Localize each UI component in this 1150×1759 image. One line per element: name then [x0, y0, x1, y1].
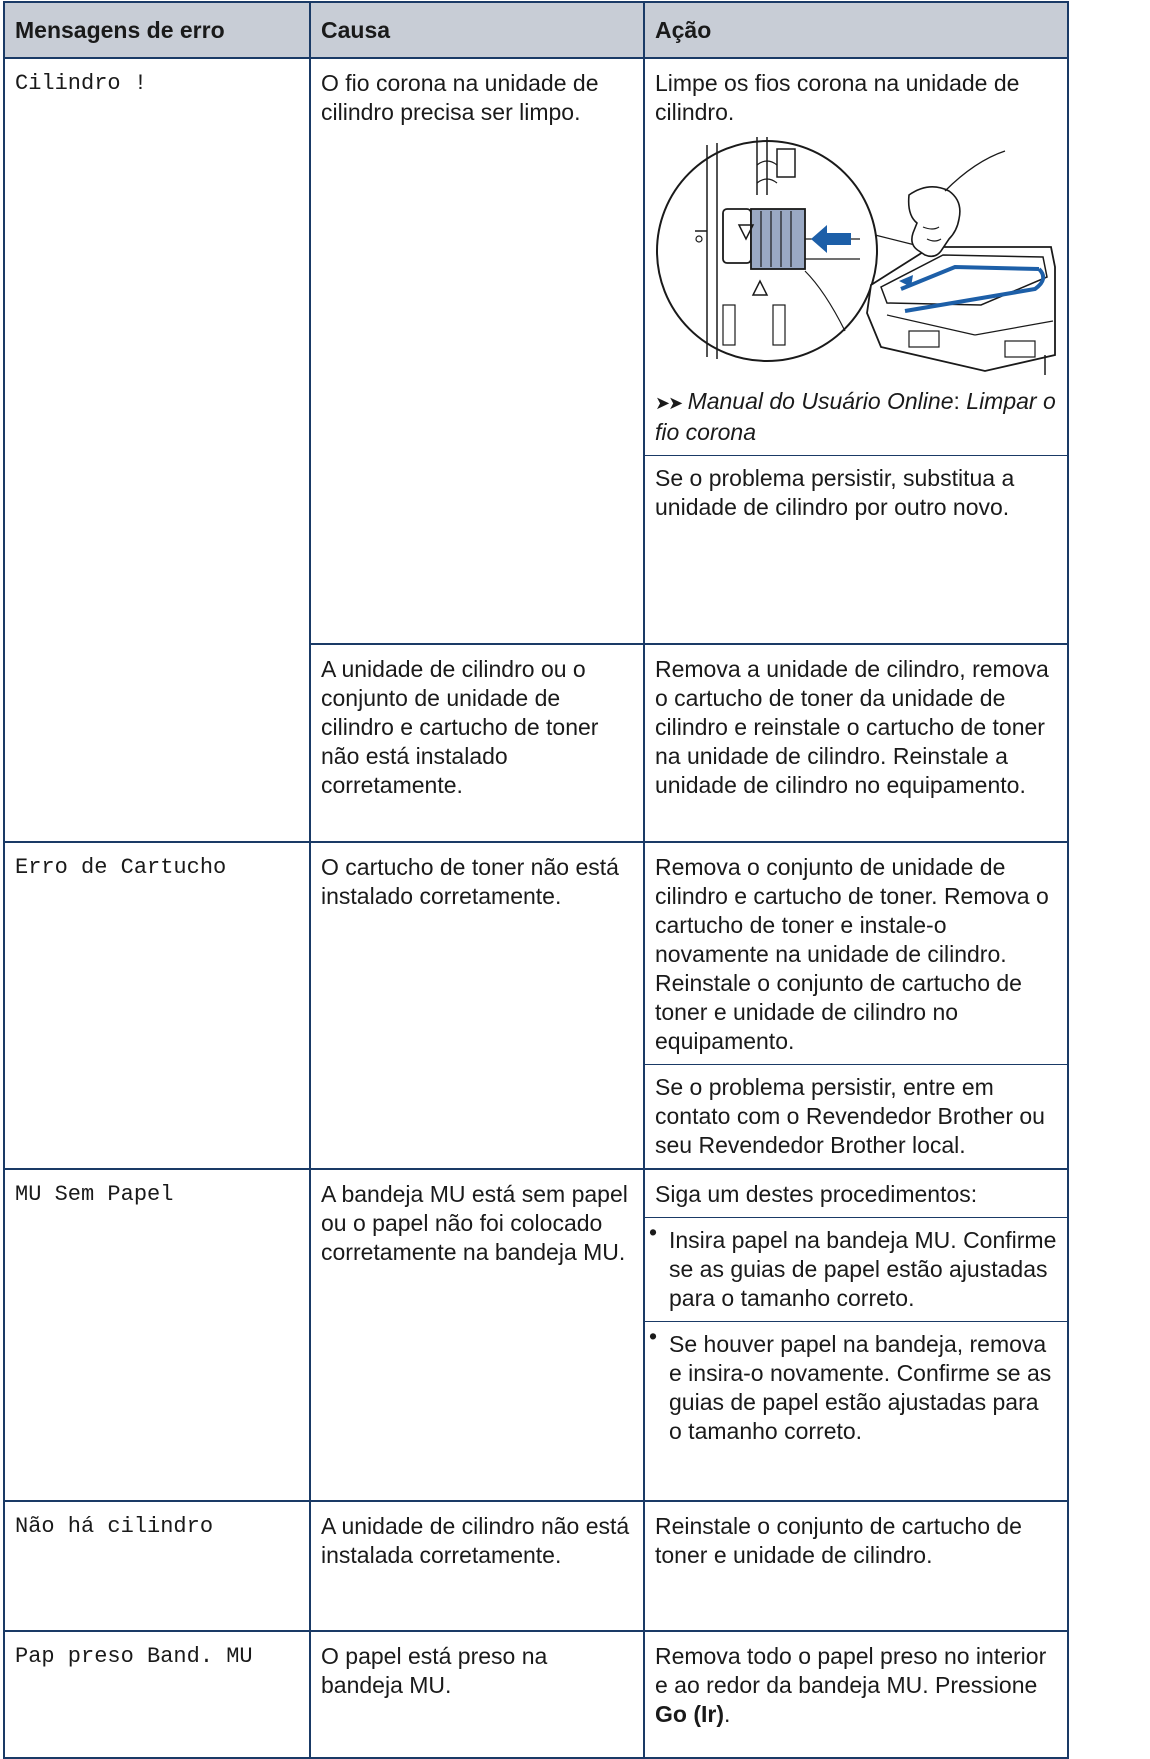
- cause-cell: A unidade de cilindro ou o conjunto de u…: [309, 643, 645, 843]
- bullet-icon: •: [649, 1323, 658, 1349]
- zoom-connector-line: [874, 234, 916, 246]
- action-cell: Reinstale o conjunto de cartucho de tone…: [643, 1500, 1069, 1632]
- magnified-view: [656, 137, 878, 362]
- list-item: • Insira papel na bandeja MU. Confirme s…: [645, 1217, 1067, 1313]
- table-row: MU Sem Papel A bandeja MU está sem papel…: [3, 1168, 1069, 1502]
- error-message-cell: Erro de Cartucho: [3, 841, 311, 1170]
- action-cell: Remova o conjunto de unidade de cilindro…: [643, 841, 1069, 1170]
- action-followup: Se o problema persistir, substitua a uni…: [645, 455, 1067, 522]
- manual-topic: Limpar o fio corona: [655, 388, 1056, 445]
- error-message-cell: Cilindro !: [3, 57, 311, 843]
- action-intro: Limpe os fios corona na unidade de cilin…: [655, 70, 1020, 125]
- action-intro: Siga um destes procedimentos:: [655, 1181, 978, 1207]
- action-cell: Limpe os fios corona na unidade de cilin…: [643, 57, 1069, 645]
- cause-cell: A unidade de cilindro não está instalada…: [309, 1500, 645, 1632]
- table-row: Erro de Cartucho O cartucho de toner não…: [3, 841, 1069, 1170]
- cause-cell: O cartucho de toner não está instalado c…: [309, 841, 645, 1170]
- cause-cell: A bandeja MU está sem papel ou o papel n…: [309, 1168, 645, 1502]
- table-header-row: Mensagens de erro Causa Ação: [3, 1, 1069, 59]
- error-message-table: Mensagens de erro Causa Ação Cilindro ! …: [3, 1, 1069, 1759]
- drum-unit-drawing: [866, 246, 1056, 375]
- table-row: Não há cilindro A unidade de cilindro nã…: [3, 1500, 1069, 1632]
- manual-reference: ➤➤ Manual do Usuário Online: Limpar o fi…: [655, 388, 1056, 445]
- table-row: Pap preso Band. MU O papel está preso na…: [3, 1630, 1069, 1759]
- cause-cell: O papel está preso na bandeja MU.: [309, 1630, 645, 1759]
- action-followup: Se o problema persistir, entre em contat…: [645, 1064, 1067, 1160]
- go-key-label: Go (Ir): [655, 1701, 724, 1727]
- header-cause: Causa: [309, 1, 645, 59]
- error-message-cell: Pap preso Band. MU: [3, 1630, 311, 1759]
- hand-drawing: [907, 150, 1006, 258]
- header-action: Ação: [643, 1, 1069, 59]
- table-row: Cilindro ! O fio corona na unidade de ci…: [3, 57, 1069, 843]
- action-cell: Remova a unidade de cilindro, remova o c…: [643, 643, 1069, 843]
- header-error-messages: Mensagens de erro: [3, 1, 311, 59]
- action-cell: Remova todo o papel preso no interior e …: [643, 1630, 1069, 1759]
- action-cell: Siga um destes procedimentos: • Insira p…: [643, 1168, 1069, 1502]
- bullet-icon: •: [649, 1219, 658, 1245]
- action-main: Remova o conjunto de unidade de cilindro…: [655, 854, 1049, 1054]
- list-item: • Se houver papel na bandeja, remova e i…: [645, 1321, 1067, 1446]
- error-message-cell: MU Sem Papel: [3, 1168, 311, 1502]
- reference-arrows-icon: ➤➤: [655, 393, 683, 413]
- clean-corona-wire-illustration: [656, 137, 1056, 375]
- error-message-cell: Não há cilindro: [3, 1500, 311, 1632]
- table-row: A unidade de cilindro ou o conjunto de u…: [4, 643, 1069, 843]
- cause-cell: O fio corona na unidade de cilindro prec…: [309, 57, 645, 645]
- manual-title: Manual do Usuário Online: [687, 388, 954, 414]
